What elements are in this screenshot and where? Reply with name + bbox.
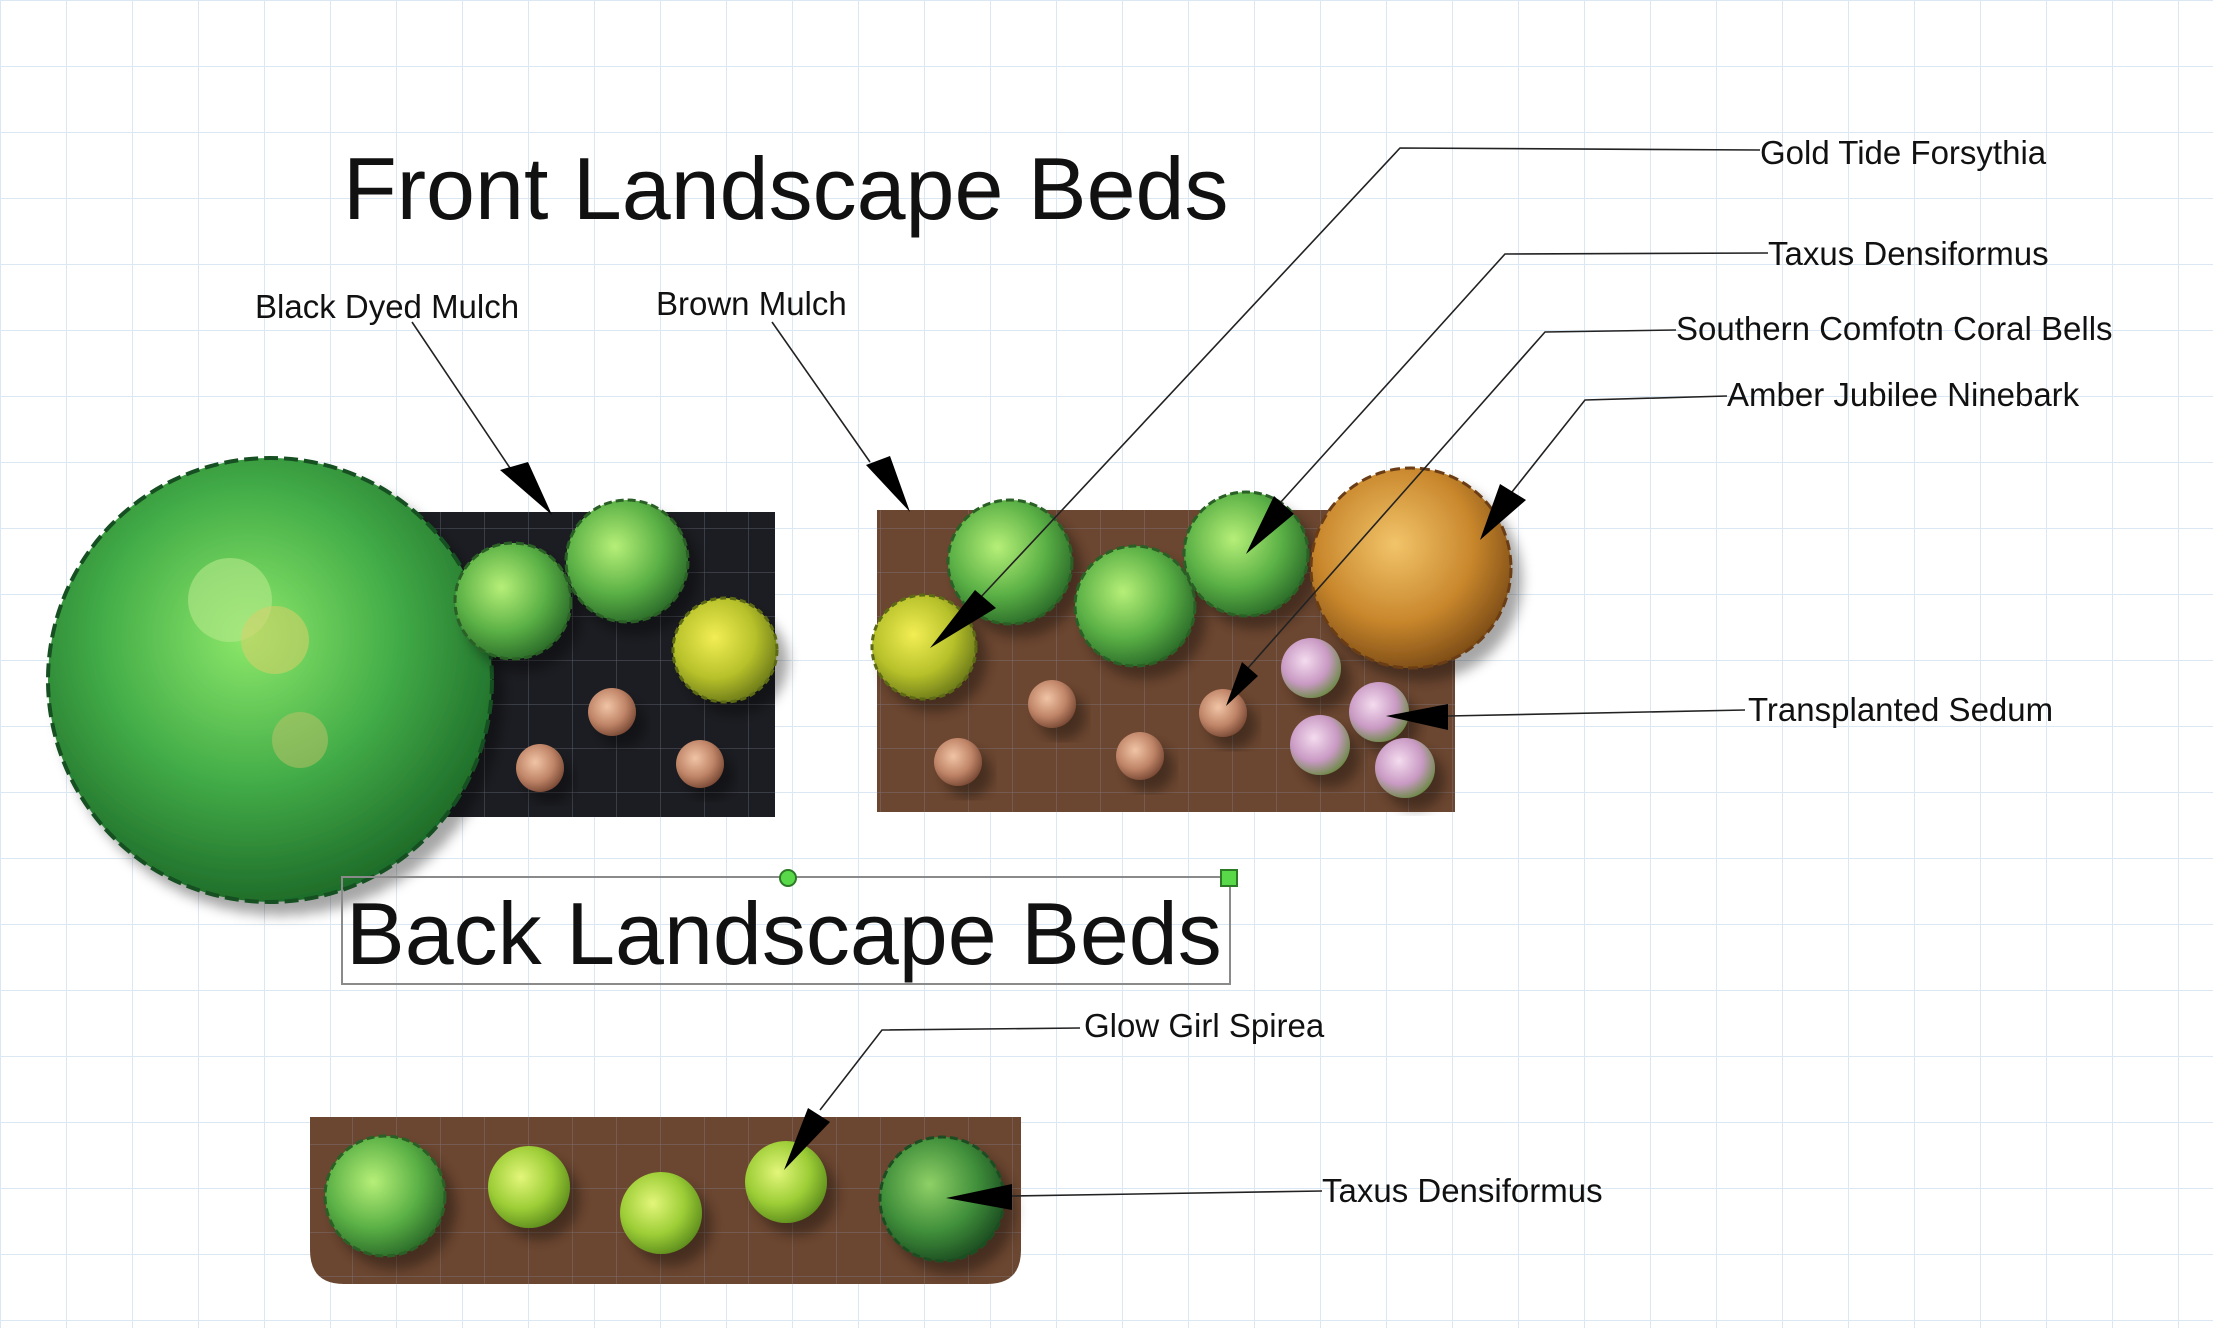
back-beds-title-box[interactable]: Back Landscape Beds: [341, 869, 1238, 985]
label-taxus-densiformus-front: Taxus Densiformus: [1768, 235, 2049, 272]
taxus-shrub: [946, 498, 1074, 626]
rotate-handle[interactable]: [779, 869, 797, 887]
leader-black-dyed-mulch: [411, 321, 552, 515]
coral-bells: [1116, 732, 1164, 780]
leader-taxus-densiformus-front: [1246, 252, 1769, 554]
label-glow-girl-spirea: Glow Girl Spirea: [1084, 1007, 1325, 1044]
back-beds-title: Back Landscape Beds: [346, 884, 1222, 983]
leader-glow-girl-spirea: [784, 1027, 1081, 1170]
spirea-shrub: [488, 1146, 570, 1228]
taxus-shrub: [323, 1134, 447, 1258]
resize-handle[interactable]: [1220, 869, 1238, 887]
leader-amber-jubilee-ninebark: [1480, 395, 1728, 540]
coral-bells: [934, 738, 982, 786]
leader-taxus-densiformus-back: [946, 1184, 1323, 1210]
label-southern-comfort-coral-bells: Southern Comfotn Coral Bells: [1676, 310, 2113, 347]
front-beds-title: Front Landscape Beds: [343, 139, 1228, 238]
taxus-shrub: [453, 541, 573, 661]
coral-bells: [516, 744, 564, 792]
sedum-plant: [1375, 738, 1435, 798]
sedum-plant: [1349, 682, 1409, 742]
leader-gold-tide-forsythia: [930, 147, 1761, 648]
large-tree: [46, 456, 494, 904]
sedum-plant: [1290, 715, 1350, 775]
leader-southern-comfort-coral-bells: [1226, 329, 1677, 706]
ninebark-shrub: [1309, 466, 1513, 670]
coral-bells: [1199, 689, 1247, 737]
coral-bells: [1028, 680, 1076, 728]
label-transplanted-sedum: Transplanted Sedum: [1748, 691, 2053, 728]
coral-bells: [676, 740, 724, 788]
label-black-dyed-mulch: Black Dyed Mulch: [255, 288, 519, 325]
label-amber-jubilee-ninebark: Amber Jubilee Ninebark: [1727, 376, 2080, 413]
leader-brown-mulch: [771, 321, 910, 512]
label-taxus-densiformus-back: Taxus Densiformus: [1322, 1172, 1603, 1209]
label-gold-tide-forsythia: Gold Tide Forsythia: [1760, 134, 2047, 171]
spirea-shrub: [620, 1172, 702, 1254]
sedum-plant: [1281, 638, 1341, 698]
coral-bells: [588, 688, 636, 736]
forsythia-shrub: [671, 596, 779, 704]
taxus-shrub: [1073, 544, 1197, 668]
label-brown-mulch: Brown Mulch: [656, 285, 847, 322]
taxus-shrub: [564, 498, 690, 624]
spirea-shrub: [745, 1141, 827, 1223]
forsythia-shrub: [870, 593, 978, 701]
leader-transplanted-sedum: [1386, 704, 1746, 730]
